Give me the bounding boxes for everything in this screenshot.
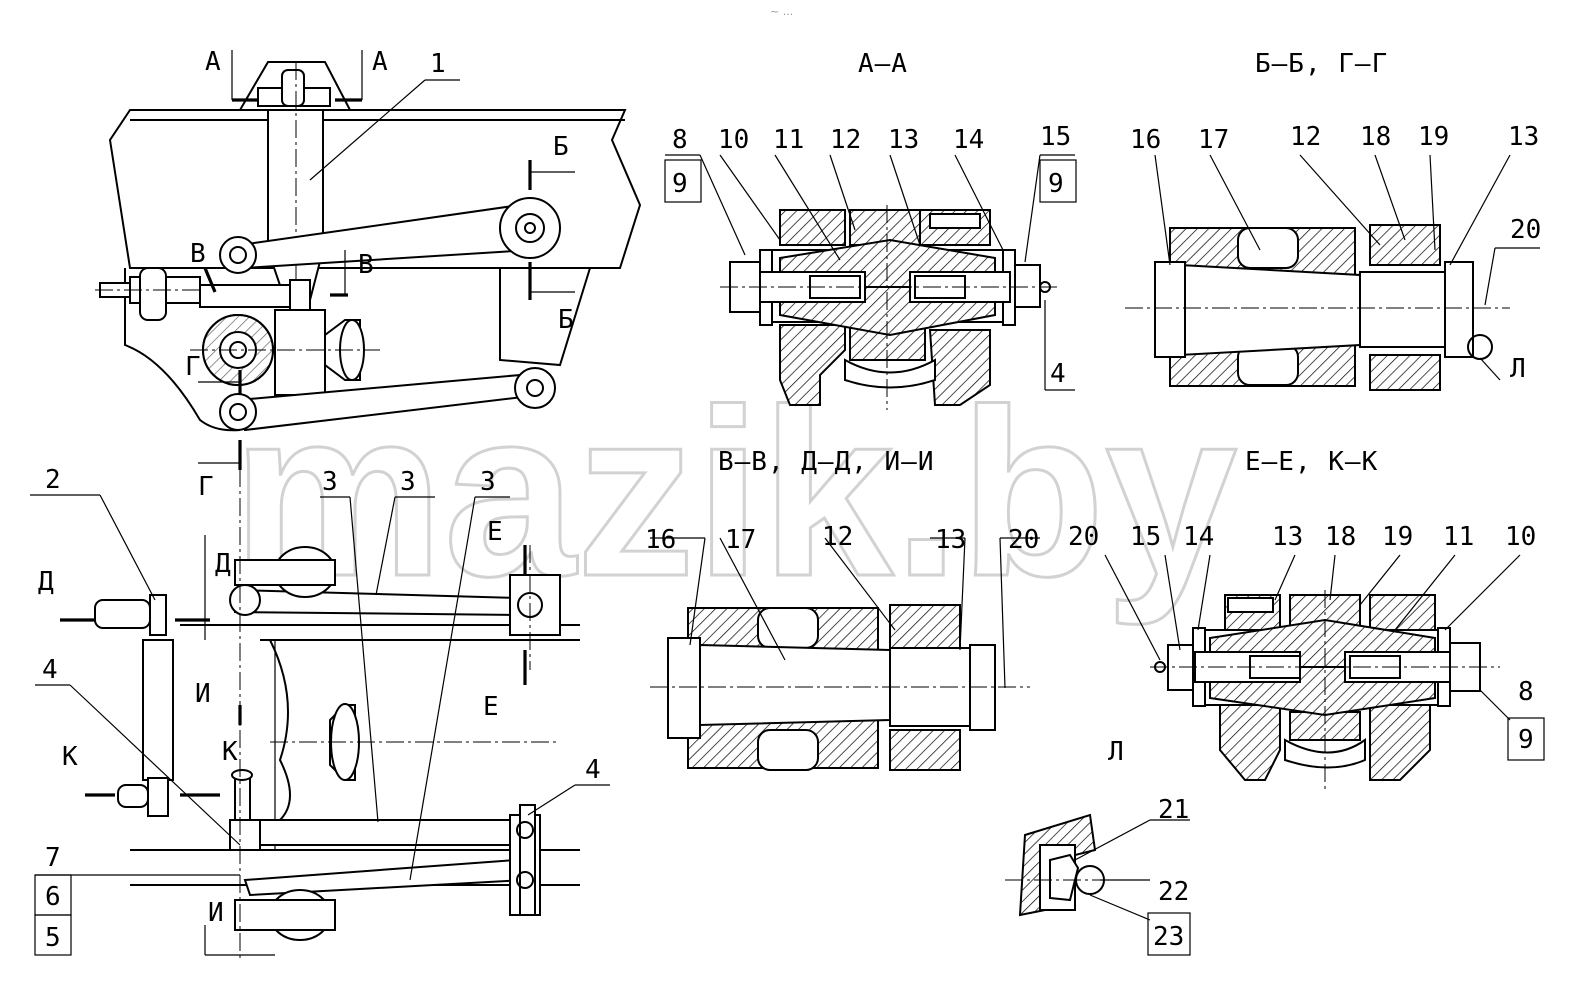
cut-mark-k-left: К: [62, 742, 78, 772]
part-number-17: 17: [1198, 125, 1229, 155]
part-number-9: 9: [1048, 169, 1064, 199]
part-number-6: 6: [45, 882, 61, 912]
cut-mark-e-top: Е: [487, 517, 503, 547]
part-number-20: 20: [1008, 525, 1039, 555]
part-number-3: 3: [322, 467, 338, 497]
top-mark: ~ ...: [770, 5, 793, 18]
part-number-13: 13: [1272, 522, 1303, 552]
part-number-7: 7: [45, 843, 61, 873]
section-title-ee-kk: Е–Е, К–К: [1245, 447, 1378, 477]
cut-mark-b-top: Б: [553, 132, 569, 162]
part-number-12: 12: [1290, 122, 1321, 152]
cut-mark-i-bottom: И: [208, 898, 224, 928]
part-letter-l: Л: [1510, 354, 1526, 384]
section-ee-kk: [1104, 554, 1545, 790]
cut-mark-v-right: В: [358, 250, 374, 280]
cut-mark-k-right: К: [222, 737, 238, 767]
part-number-2: 2: [45, 465, 61, 495]
part-number-3: 3: [400, 467, 416, 497]
part-number-17: 17: [725, 525, 756, 555]
part-number-16: 16: [1130, 125, 1161, 155]
part-number-14: 14: [953, 125, 984, 155]
part-number-12: 12: [830, 125, 861, 155]
detail-l: [1005, 813, 1191, 956]
part-number-5: 5: [45, 923, 61, 953]
part-number-19: 19: [1382, 522, 1413, 552]
cut-mark-g-bottom: Г: [198, 472, 214, 502]
part-number-10: 10: [1505, 522, 1536, 552]
part-number-20: 20: [1510, 215, 1541, 245]
section-bb-gg: [1125, 154, 1540, 391]
section-aa: [664, 154, 1077, 410]
part-number-14: 14: [1183, 522, 1214, 552]
part-number-3: 3: [480, 467, 496, 497]
section-title-vv-dd-ii: В–В, Д–Д, И–И: [718, 447, 935, 477]
cut-mark-b-bottom: Б: [558, 305, 574, 335]
part-number-8: 8: [672, 125, 688, 155]
part-number-8: 8: [1518, 677, 1534, 707]
part-number-12: 12: [822, 522, 853, 552]
section-vv-dd-ii: [650, 537, 1040, 771]
section-title-aa: А–А: [858, 49, 908, 79]
part-number-15: 15: [1040, 122, 1071, 152]
part-number-13: 13: [888, 125, 919, 155]
cut-mark-a-right: А: [372, 47, 388, 77]
cut-mark-e-bottom: Е: [483, 692, 499, 722]
part-number-13: 13: [935, 525, 966, 555]
cut-mark-i-top: И: [195, 679, 211, 709]
part-number-15: 15: [1130, 522, 1161, 552]
part-number-21: 21: [1158, 795, 1189, 825]
part-number-9: 9: [1518, 725, 1534, 755]
part-number-4: 4: [585, 755, 601, 785]
part-number-22: 22: [1158, 877, 1189, 907]
part-number-9: 9: [672, 169, 688, 199]
cut-mark-a-left: А: [205, 47, 221, 77]
part-number-11: 11: [1443, 522, 1474, 552]
plan-view: [30, 440, 610, 960]
part-number-18: 18: [1325, 522, 1356, 552]
cut-mark-g-top: Г: [185, 352, 201, 382]
part-number-10: 10: [718, 125, 749, 155]
section-title-bb-gg: Б–Б, Г–Г: [1255, 49, 1388, 79]
cut-mark-d-right: Д: [215, 549, 231, 579]
part-number-4: 4: [1050, 359, 1066, 389]
part-number-11: 11: [773, 125, 804, 155]
part-number-16: 16: [645, 525, 676, 555]
part-number-20: 20: [1068, 522, 1099, 552]
section-title-l: Л: [1108, 737, 1125, 767]
side-view: [95, 50, 642, 470]
part-number-13: 13: [1508, 122, 1539, 152]
part-number-23: 23: [1153, 922, 1184, 952]
part-number-1: 1: [430, 49, 446, 79]
cut-mark-d-left: Д: [38, 567, 54, 597]
part-number-18: 18: [1360, 122, 1391, 152]
part-number-4: 4: [42, 655, 58, 685]
part-number-19: 19: [1418, 122, 1449, 152]
cut-mark-v-left: В: [190, 239, 206, 269]
